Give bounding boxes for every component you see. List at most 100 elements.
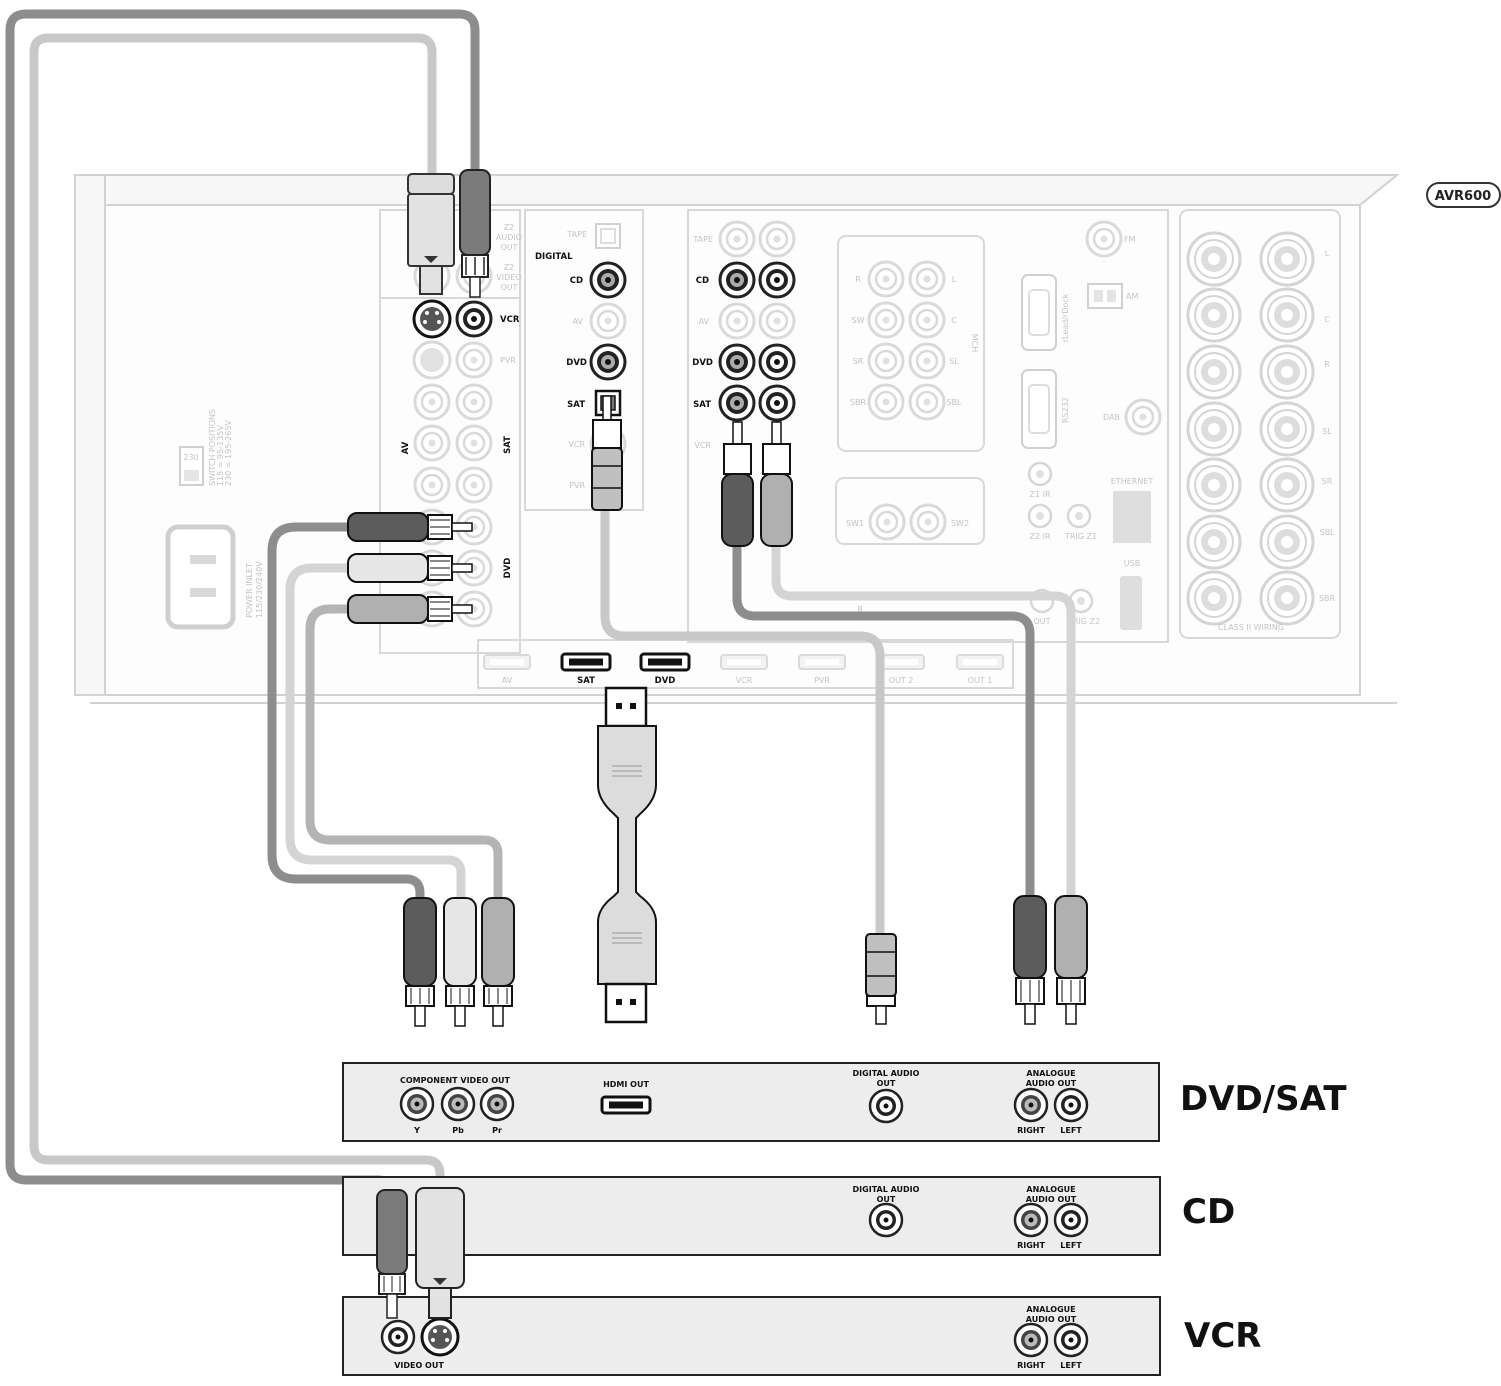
- dvd-hdmi-title: HDMI OUT: [603, 1080, 649, 1089]
- cable-analogue-left: [771, 540, 1076, 905]
- switch-text-2: 115 = 95-135V: [216, 425, 225, 486]
- am-label: AM: [1126, 292, 1138, 301]
- speaker-footer: CLASS II WIRING: [1218, 623, 1284, 632]
- plug-analogue-right-rx: [721, 421, 754, 547]
- vcr-analogue-title-2: AUDIO OUT: [1026, 1315, 1077, 1324]
- mch-label-l: L: [952, 275, 957, 284]
- analogue-label-dvd: DVD: [692, 358, 713, 368]
- model-badge-text: AVR600: [1435, 189, 1491, 204]
- cable-analogue-right: [732, 540, 1035, 905]
- analogue-label-sat: SAT: [693, 400, 711, 410]
- plug-component-pr-rx: [347, 594, 473, 624]
- digital-label-pvr: PVR: [569, 481, 585, 490]
- cd-analogue-title-1: ANALOGUE: [1026, 1185, 1075, 1194]
- spk-label-sbr: SBR: [1319, 594, 1336, 603]
- mch-label-sbr: SBR: [850, 398, 867, 407]
- vcr-label-left: LEFT: [1060, 1361, 1082, 1370]
- dvd-label-y: Y: [413, 1126, 420, 1135]
- mch-label-sw: SW: [852, 316, 865, 325]
- plug-component-pb-dev: [443, 897, 477, 1027]
- analogue-label-cd: CD: [696, 276, 709, 286]
- hdmi-label-sat: SAT: [577, 676, 595, 686]
- fm-label: FM: [1124, 235, 1136, 244]
- vcr-name: VCR: [1184, 1316, 1261, 1356]
- device-cd: DIGITAL AUDIO OUT ANALOGUE AUDIO OUT RIG…: [342, 1176, 1235, 1256]
- analogue-label-tape: TAPE: [692, 235, 713, 244]
- spk-label-c: C: [1324, 315, 1330, 324]
- dvd-sat-name: DVD/SAT: [1180, 1079, 1347, 1119]
- device-vcr: VIDEO OUT ANALOGUE AUDIO OUT RIGHT LEFT …: [342, 1296, 1261, 1376]
- switch-text-3: 230 = 195-265V: [224, 420, 233, 486]
- digital-label-tape: TAPE: [566, 230, 587, 239]
- hdmi-label-vcr: VCR: [736, 676, 753, 685]
- dvd-digital-title-1: DIGITAL AUDIO: [853, 1069, 920, 1078]
- mch-label-sl: SL: [949, 357, 959, 366]
- usb-port: [1120, 576, 1142, 630]
- cable-component-pb: [285, 563, 466, 910]
- usb-label: USB: [1124, 559, 1140, 568]
- digital-label-av: AV: [573, 317, 584, 326]
- hdmi-cable: [597, 686, 657, 1024]
- z2-audio-label-3: OUT: [500, 243, 517, 252]
- component-label-sat: SAT: [503, 436, 513, 454]
- cables: [5, 9, 1076, 1205]
- z2-audio-label-2: AUDIO: [496, 233, 522, 242]
- ethernet-label: ETHERNET: [1111, 477, 1154, 486]
- dvd-digital-title-2: OUT: [877, 1079, 896, 1088]
- hdmi-label-out1: OUT 1: [968, 676, 993, 685]
- mch-label-c: C: [951, 316, 957, 325]
- plug-analogue-right-dev: [1013, 895, 1047, 1025]
- cd-name: CD: [1182, 1192, 1235, 1232]
- cable-component-y: [267, 522, 425, 915]
- svideo-in-vcr: [412, 299, 452, 339]
- out-label: OUT: [1033, 617, 1050, 626]
- z1-ir-label: Z1 IR: [1029, 490, 1050, 499]
- ethernet-port: [1113, 491, 1151, 543]
- plug-vcr-svideo: [415, 1187, 465, 1319]
- mch-title: MCH: [970, 334, 979, 353]
- vcr-video-title: VIDEO OUT: [394, 1361, 444, 1370]
- plug-svideo-z2: [407, 173, 455, 295]
- spk-label-sbl: SBL: [1319, 528, 1335, 537]
- vcr-label-right: RIGHT: [1017, 1361, 1045, 1370]
- z2-video-label-1: Z2: [504, 263, 515, 272]
- cd-analogue-title-2: AUDIO OUT: [1026, 1195, 1077, 1204]
- am-terminal: [1087, 283, 1123, 309]
- rs232-label: RS232: [1061, 397, 1070, 423]
- plug-analogue-left-rx: [760, 421, 793, 547]
- z2-ir-label: Z2 IR: [1029, 532, 1050, 541]
- device-dvd-sat: COMPONENT VIDEO OUT Y Pb Pr HDMI OUT DIG…: [342, 1062, 1347, 1142]
- dvd-label-pb: Pb: [452, 1126, 464, 1135]
- hdmi-label-pvr: PVR: [814, 676, 830, 685]
- sw2-label: SW2: [951, 519, 969, 528]
- cd-label-left: LEFT: [1060, 1241, 1082, 1250]
- spk-label-r: R: [1324, 360, 1330, 369]
- z2-audio-label-1: Z2: [504, 223, 515, 232]
- z2-video-label-3: OUT: [500, 283, 517, 292]
- cable-digital-coax: [600, 505, 885, 940]
- trig-z1-label: TRIG Z1: [1064, 532, 1097, 541]
- dvd-analogue-title-2: AUDIO OUT: [1026, 1079, 1077, 1088]
- digital-label-sat: SAT: [567, 400, 585, 410]
- digital-group-label: DIGITAL: [535, 252, 573, 262]
- plug-component-y-rx: [347, 512, 473, 542]
- analogue-label-av: AV: [699, 317, 710, 326]
- model-badge: AVR600: [1426, 182, 1501, 208]
- plug-digital-coax-rx: [591, 395, 623, 511]
- cable-vcr-svideo: [29, 33, 445, 1199]
- cable-component-pr: [305, 604, 503, 910]
- analogue-label-vcr: VCR: [694, 441, 711, 450]
- power-inlet-label: POWER INLET: [245, 563, 254, 618]
- rlead-label: rLead/rDock: [1061, 293, 1070, 342]
- plugs: [347, 169, 1088, 1027]
- spk-label-l: L: [1325, 249, 1330, 258]
- mch-label-sbl: SBL: [946, 398, 962, 407]
- dab-label: DAB: [1103, 413, 1120, 422]
- sw1-label: SW1: [846, 519, 864, 528]
- plug-digital-coax-dev: [865, 933, 897, 1025]
- dvd-label-right: RIGHT: [1017, 1126, 1045, 1135]
- plugs-vcr: [376, 1187, 465, 1319]
- video-label-pvr: PVR: [500, 356, 516, 365]
- stray-r-label: R: [857, 605, 863, 614]
